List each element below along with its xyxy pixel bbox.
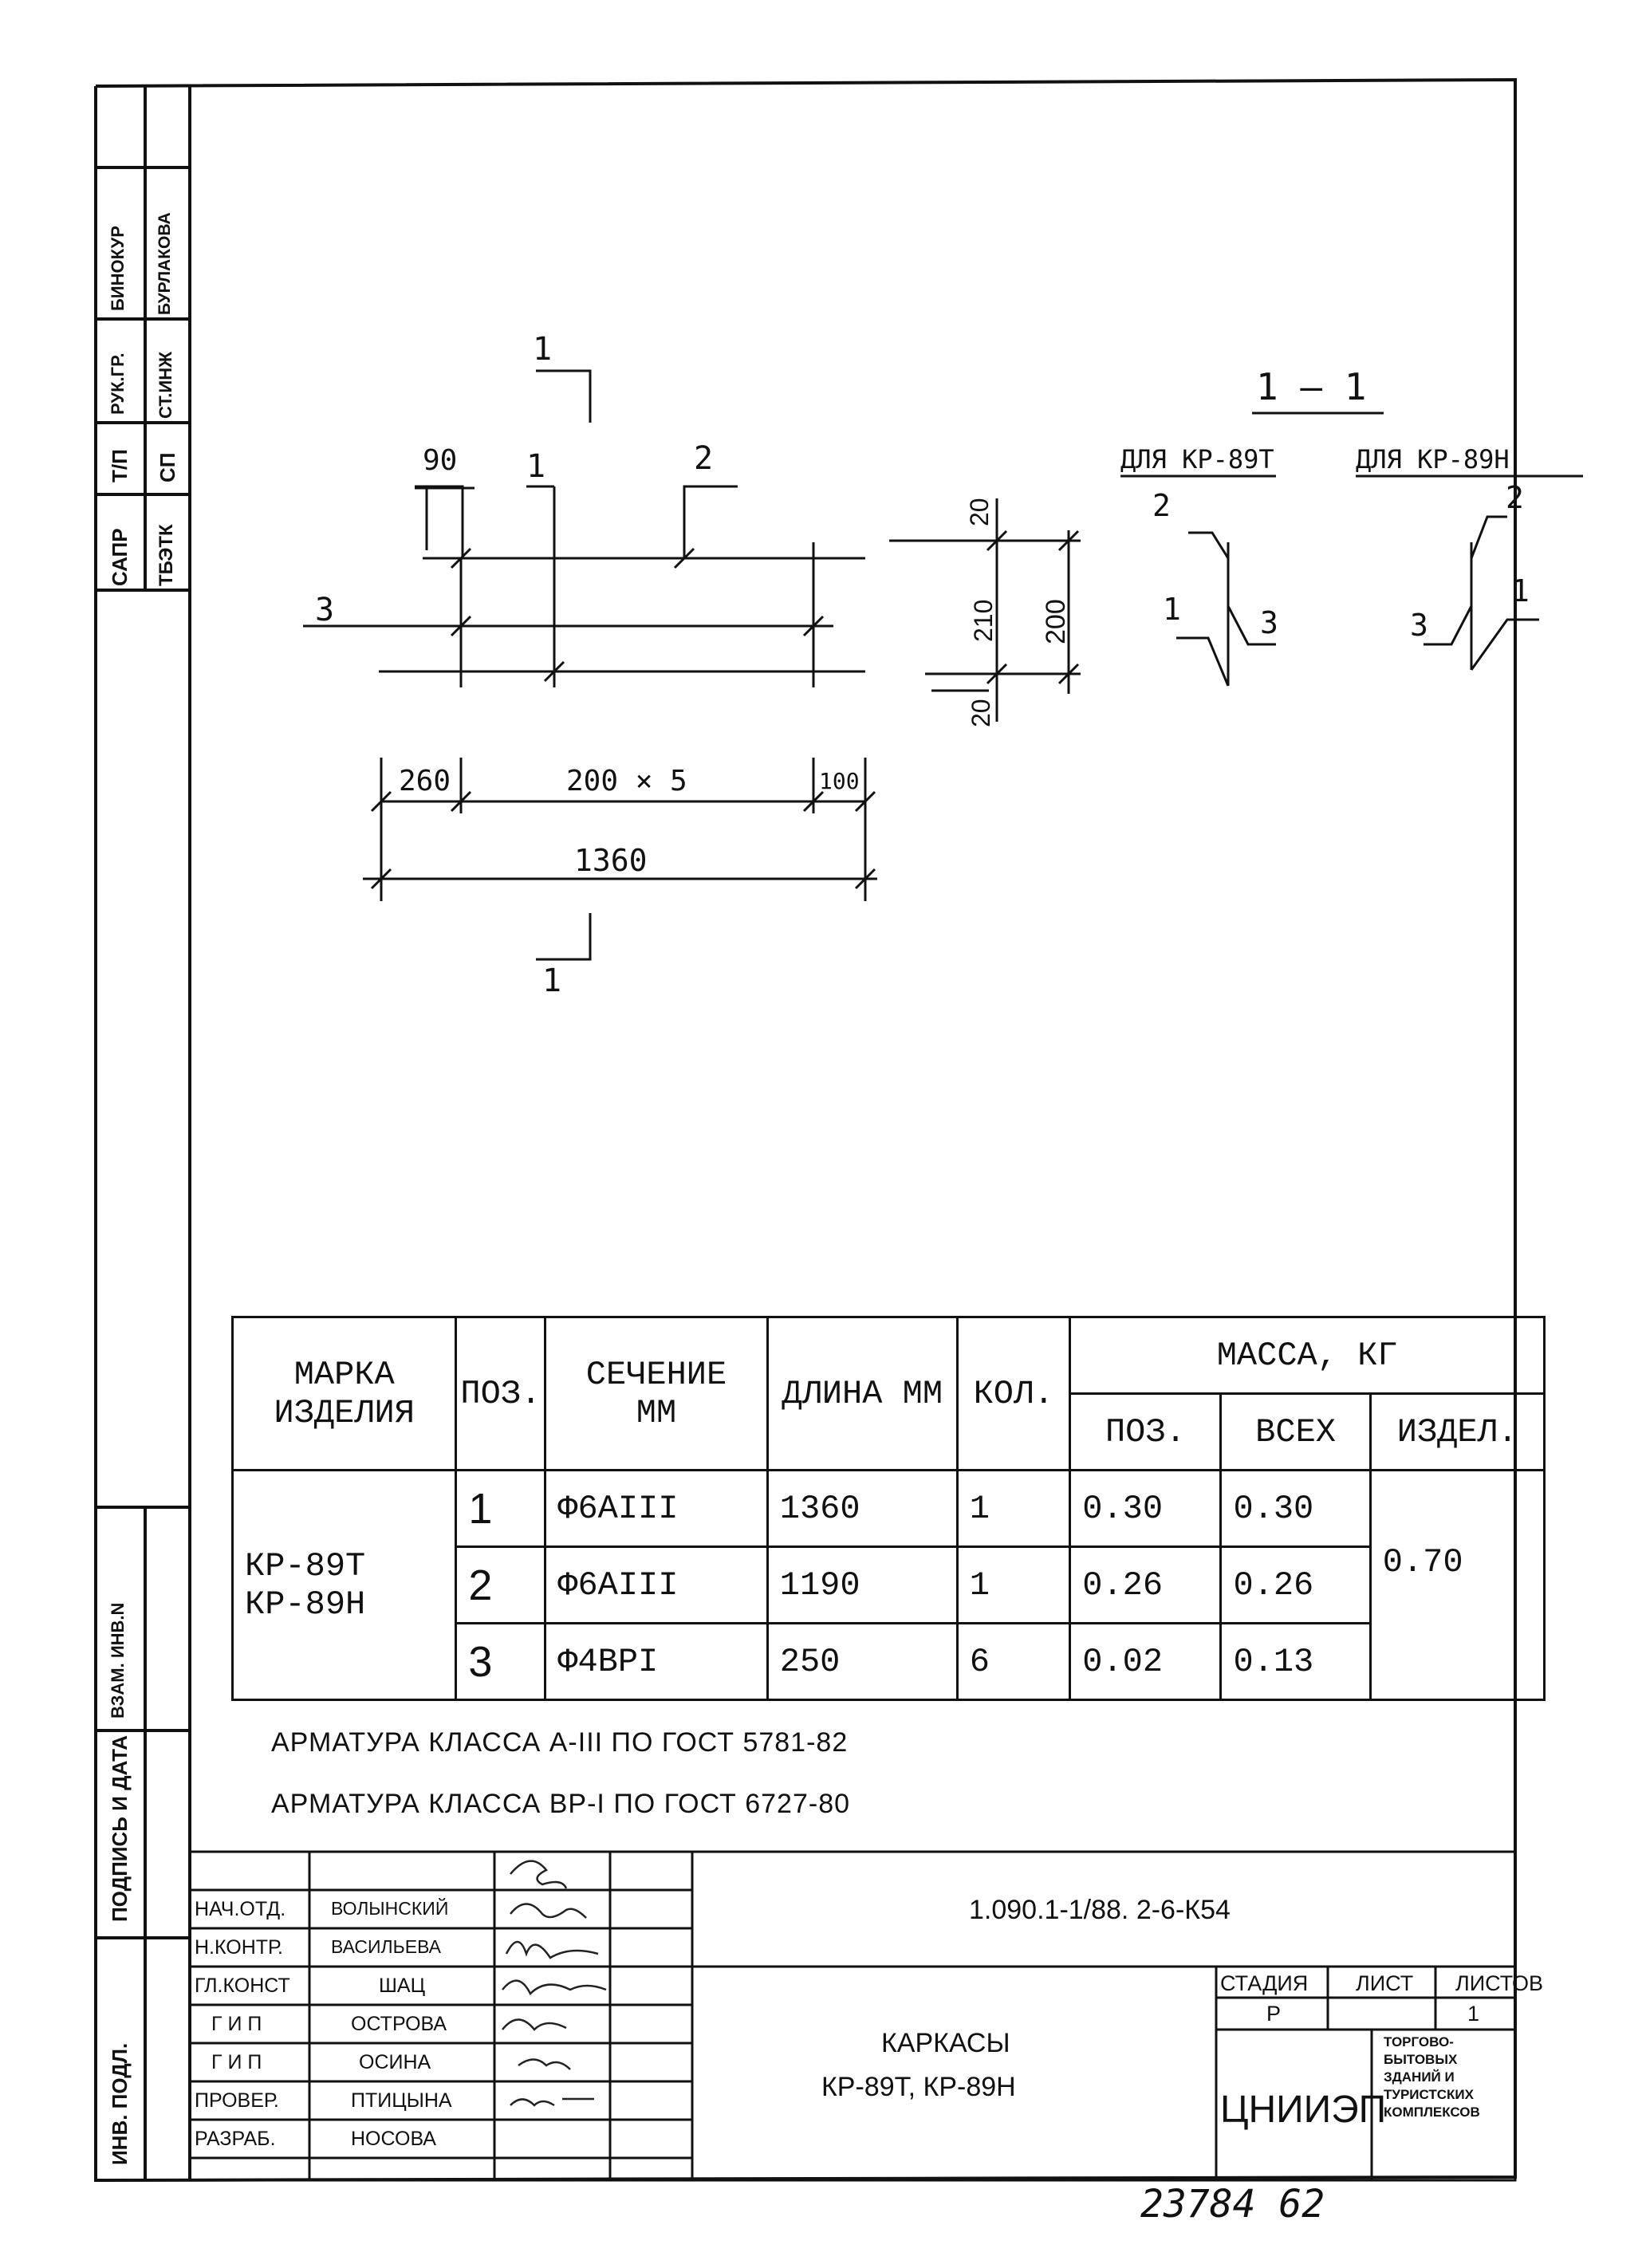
spec-table: МАРКА ИЗДЕЛИЯ ПОЗ. СЕЧЕНИЕ ММ ДЛИНА ММ К…: [230, 1316, 1546, 1701]
tb-name-3: ШАЦ: [379, 1975, 426, 1997]
row3-qty: 6: [955, 1622, 1072, 1701]
document-code: 1.090.1-1/88. 2-6-К54: [969, 1895, 1231, 1925]
section-for-t: ДЛЯ КР-89Т: [1120, 444, 1274, 474]
item-mass: 0.70: [1368, 1469, 1546, 1701]
dim-200: 200: [1041, 599, 1071, 644]
row2-qty: 1: [955, 1545, 1072, 1624]
tb-name-2: ВАСИЛЬЕВА: [331, 1936, 441, 1957]
dim-260: 260: [399, 765, 451, 797]
note-rebar-vr1: АРМАТУРА КЛАССА ВР-I ПО ГОСТ 6727-80: [271, 1789, 851, 1819]
section-t-pos1: 1: [1163, 592, 1181, 627]
row2-length: 1190: [766, 1545, 959, 1624]
section-n-pos2: 2: [1506, 480, 1524, 515]
tb-role-5: Г И П: [211, 2051, 262, 2073]
dim-100: 100: [819, 768, 860, 794]
side-stamp-role-3: РУК.ГР.: [108, 352, 128, 415]
side-stamp-name-1: ТБЭТК: [156, 524, 177, 586]
section-mark-top: 1: [533, 331, 553, 368]
side-stamp-signature-label: ПОДПИСЬ И ДАТА: [108, 1734, 132, 1922]
section-title: 1 — 1: [1256, 365, 1367, 408]
side-stamp-role-4: БИНОКУР: [108, 226, 128, 311]
sheets-label: ЛИСТОВ: [1455, 1971, 1544, 1995]
note-rebar-a3: АРМАТУРА КЛАССА А-III ПО ГОСТ 5781-82: [271, 1727, 849, 1758]
product-mark-line2: КР-89Н: [245, 1585, 366, 1624]
drawing-title-line2: КР-89Т, КР-89Н: [821, 2072, 1016, 2102]
tb-name-6: ПТИЦЫНА: [351, 2089, 452, 2112]
side-stamp-name-4: БУРЛАКОВА: [156, 212, 174, 315]
row3-section: Φ4BPI: [544, 1622, 769, 1701]
tb-role-2: Н.КОНТР.: [195, 1936, 283, 1959]
row2-mass-pos: 0.26: [1069, 1545, 1223, 1624]
side-stamp-role-2: Т/П: [108, 449, 132, 482]
side-stamp-name-2: СП: [156, 452, 179, 482]
side-stamp-name-3: СТ.ИНЖ: [156, 352, 175, 419]
archive-number: 23784 62: [1140, 2182, 1325, 2227]
dim-210: 210: [969, 599, 998, 642]
section-t-pos3: 3: [1260, 605, 1278, 640]
dim-90: 90: [423, 444, 458, 477]
tb-name-7: НОСОВА: [351, 2128, 436, 2150]
sheets-value: 1: [1467, 2002, 1480, 2026]
row1-qty: 1: [955, 1469, 1072, 1548]
header-mass: МАССА, КГ: [1069, 1316, 1546, 1395]
pos-label-2: 2: [694, 440, 714, 477]
tb-role-1: НАЧ.ОТД.: [195, 1898, 286, 1920]
dim-1360: 1360: [574, 843, 648, 878]
pos-label-3: 3: [315, 592, 335, 628]
tb-role-7: РАЗРАБ.: [195, 2128, 276, 2150]
section-n-pos3: 3: [1410, 608, 1428, 643]
row1-length: 1360: [766, 1469, 959, 1548]
header-pos: ПОЗ.: [455, 1316, 547, 1471]
pos-label-1: 1: [526, 448, 546, 485]
header-mark: МАРКА ИЗДЕЛИЯ: [230, 1316, 458, 1471]
row2-pos: 2: [455, 1545, 547, 1624]
tb-role-3: ГЛ.КОНСТ: [195, 1975, 290, 1997]
organization-description: ТОРГОВО- БЫТОВЫХ ЗДАНИЙ И ТУРИСТСКИХ КОМ…: [1384, 2034, 1480, 2120]
product-mark-cell: КР-89Т КР-89Н: [230, 1469, 458, 1701]
header-length: ДЛИНА ММ: [766, 1316, 959, 1471]
row2-section: Φ6AIII: [544, 1545, 769, 1624]
header-mass-all: ВСЕХ: [1219, 1392, 1372, 1471]
drawing-title-line1: КАРКАСЫ: [881, 2028, 1010, 2058]
header-section: СЕЧЕНИЕ ММ: [544, 1316, 769, 1471]
stage-value: Р: [1266, 2002, 1282, 2026]
tb-name-5: ОСИНА: [359, 2051, 431, 2073]
side-stamp-role-1: САПР: [108, 528, 132, 586]
dim-20-top: 20: [965, 498, 994, 526]
stage-label: СТАДИЯ: [1220, 1971, 1309, 1995]
side-stamp-inv-label: ИНВ. ПОДЛ.: [108, 2042, 132, 2165]
row2-mass-all: 0.26: [1219, 1545, 1372, 1624]
dim-20-bottom: 20: [967, 699, 995, 727]
section-t-pos2: 2: [1152, 488, 1171, 523]
row3-mass-pos: 0.02: [1069, 1622, 1223, 1701]
header-qty: КОЛ.: [955, 1316, 1072, 1471]
row3-length: 250: [766, 1622, 959, 1701]
tb-name-4: ОСТРОВА: [351, 2013, 447, 2035]
row1-mass-all: 0.30: [1219, 1469, 1372, 1548]
row3-mass-all: 0.13: [1219, 1622, 1372, 1701]
section-mark-bottom: 1: [542, 963, 562, 999]
row1-section: Φ6AIII: [544, 1469, 769, 1548]
tb-name-1: ВОЛЫНСКИЙ: [331, 1898, 449, 1919]
product-mark-line1: КР-89Т: [245, 1546, 366, 1585]
row3-pos: 3: [455, 1622, 547, 1701]
row1-pos: 1: [455, 1469, 547, 1548]
side-stamp-replace-label: ВЗАМ. ИНВ.N: [108, 1602, 128, 1719]
sheet-label: ЛИСТ: [1356, 1971, 1414, 1995]
section-n-pos1: 1: [1511, 573, 1530, 608]
dim-200x5: 200 × 5: [566, 765, 687, 797]
tb-role-4: Г И П: [211, 2013, 262, 2035]
row1-mass-pos: 0.30: [1069, 1469, 1223, 1548]
header-mass-item: ИЗДЕЛ.: [1368, 1392, 1546, 1471]
header-mass-pos: ПОЗ.: [1069, 1392, 1223, 1471]
organization-name: ЦНИИЭП: [1220, 2089, 1387, 2131]
section-for-n: ДЛЯ КР-89Н: [1356, 444, 1510, 474]
tb-role-6: ПРОВЕР.: [195, 2089, 279, 2112]
